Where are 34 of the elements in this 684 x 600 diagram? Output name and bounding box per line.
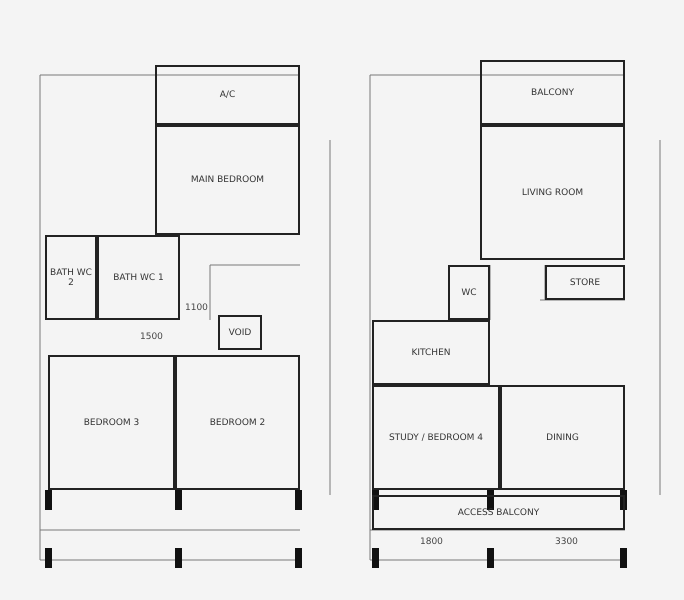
room-label: DINING	[545, 432, 580, 444]
room-outline	[372, 385, 500, 490]
dimension-label: 1800	[420, 537, 443, 547]
room-outline	[372, 320, 490, 385]
room-outline	[480, 60, 625, 125]
room-outline	[45, 235, 97, 320]
room-outline	[175, 355, 300, 490]
room-label: WC	[460, 286, 478, 298]
room-label: KITCHEN	[410, 346, 452, 358]
room-label: ACCESS BALCONY	[456, 506, 540, 518]
room-label: BEDROOM 3	[82, 416, 140, 428]
room-label: A/C	[218, 89, 236, 101]
dimension-label: 3300	[555, 537, 578, 547]
room-outline	[97, 235, 180, 320]
room-outline	[48, 355, 175, 490]
room-label: STORE	[568, 276, 602, 288]
room-label: STUDY / BEDROOM 4	[388, 432, 484, 444]
room-outline	[155, 125, 300, 235]
room-outline	[448, 265, 490, 320]
room-label: BALCONY	[530, 86, 575, 98]
room-outline	[545, 265, 625, 300]
room-outline	[480, 125, 625, 260]
room-outline	[218, 315, 262, 350]
room-label: BEDROOM 2	[208, 416, 266, 428]
dimension-label: 1100	[185, 303, 208, 313]
room-label: VOID	[228, 326, 252, 338]
room-label: LIVING ROOM	[520, 186, 584, 198]
room-label: BATH WC 2	[49, 266, 93, 288]
room-outline	[155, 65, 300, 125]
dimension-label: 1500	[140, 332, 163, 342]
room-outline	[500, 385, 625, 490]
room-label: MAIN BEDROOM	[190, 174, 266, 186]
room-outline	[372, 495, 625, 530]
room-label: BATH WC 1	[112, 272, 165, 284]
